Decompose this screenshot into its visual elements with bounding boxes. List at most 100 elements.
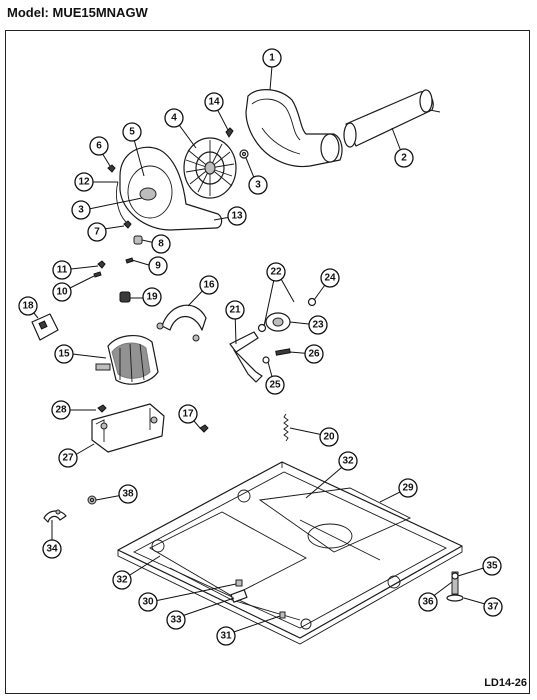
spring-part [283,413,289,442]
callout-33: 33 [166,610,186,630]
callout-36: 36 [418,592,438,612]
idler-arm-part [229,331,263,383]
callout-15: 15 [54,344,74,364]
svg-text:23: 23 [312,320,324,331]
svg-text:29: 29 [402,483,414,494]
base-frame-part [117,461,463,645]
idler-pulley-part [265,312,291,332]
svg-text:32: 32 [342,456,354,467]
callout-18: 18 [18,296,38,316]
callout-1: 1 [262,48,282,68]
svg-text:27: 27 [62,453,74,464]
screw-10-part [93,271,102,278]
screw-17-part [199,424,209,433]
svg-text:34: 34 [46,544,58,555]
clip-8-part [133,235,143,245]
svg-text:11: 11 [57,265,68,276]
screw-6-part [107,164,116,173]
svg-text:30: 30 [142,597,154,608]
callout-27: 27 [58,448,78,468]
drive-motor-part [95,335,159,385]
svg-text:28: 28 [55,405,67,416]
diagram-frame [5,30,530,694]
callout-10: 10 [52,282,72,302]
svg-text:33: 33 [170,615,182,626]
callout-32-top: 32 [338,451,358,471]
svg-text:3: 3 [255,180,261,191]
svg-text:14: 14 [208,97,220,108]
washer-25-part [262,356,270,364]
callout-19: 19 [142,287,162,307]
callout-21: 21 [225,300,245,320]
callout-24: 24 [320,268,340,288]
callout-26: 26 [304,344,324,364]
svg-text:7: 7 [94,227,100,238]
callout-37: 37 [483,597,503,617]
blower-wheel-part [183,137,237,199]
svg-text:13: 13 [231,211,243,222]
callout-29: 29 [398,478,418,498]
callout-7: 7 [87,222,107,242]
exhaust-duct-part [343,89,441,148]
callout-6: 6 [89,136,109,156]
clip-30-part [235,579,243,587]
callout-22: 22 [266,262,286,282]
washer-24-part [307,297,317,307]
callout-31: 31 [216,626,236,646]
callout-35: 35 [482,556,502,576]
svg-text:18: 18 [22,301,34,312]
screw-7-part [123,220,132,229]
svg-text:17: 17 [182,409,194,420]
svg-text:19: 19 [146,292,158,303]
blower-housing-part [245,89,343,168]
callout-17: 17 [178,404,198,424]
svg-text:36: 36 [422,597,434,608]
diagram-code: LD14-26 [484,677,527,689]
callout-30: 30 [138,592,158,612]
svg-text:5: 5 [129,127,135,138]
callout-11: 11 [52,260,72,280]
svg-text:2: 2 [401,153,407,164]
svg-text:10: 10 [56,287,68,298]
washer-22-part [257,323,267,333]
callout-25: 25 [265,375,285,395]
svg-text:22: 22 [270,267,282,278]
svg-text:24: 24 [324,273,336,284]
motor-bracket-part [91,403,165,453]
nut-38-part [87,495,97,505]
callout-3-left: 3 [71,200,91,220]
svg-text:31: 31 [220,631,232,642]
clamp-34-part [43,509,67,523]
blower-washer-part [239,149,249,159]
callout-4: 4 [164,108,184,128]
screw-9-part [125,257,134,264]
callout-38: 38 [118,484,138,504]
callout-23: 23 [308,315,328,335]
callout-9: 9 [148,256,168,276]
blower-screw-part [225,127,234,138]
callout-12: 12 [74,172,94,192]
callout-5: 5 [122,122,142,142]
model-label: Model: MUE15MNAGW [7,5,148,20]
svg-text:16: 16 [203,280,215,291]
callout-16: 16 [199,275,219,295]
svg-text:4: 4 [171,113,177,124]
svg-text:15: 15 [58,349,70,360]
svg-text:38: 38 [122,489,134,500]
svg-text:37: 37 [487,602,499,613]
bolt-26-part [275,348,291,356]
callout-8: 8 [151,234,171,254]
svg-text:32: 32 [116,575,128,586]
callout-3-right: 3 [248,175,268,195]
svg-text:1: 1 [269,53,275,64]
svg-text:25: 25 [269,380,281,391]
svg-text:35: 35 [486,561,498,572]
screw-11-part [97,260,106,269]
callout-2: 2 [394,148,414,168]
svg-text:8: 8 [158,239,164,250]
svg-text:12: 12 [78,177,90,188]
svg-text:20: 20 [323,432,335,443]
callout-14: 14 [204,92,224,112]
